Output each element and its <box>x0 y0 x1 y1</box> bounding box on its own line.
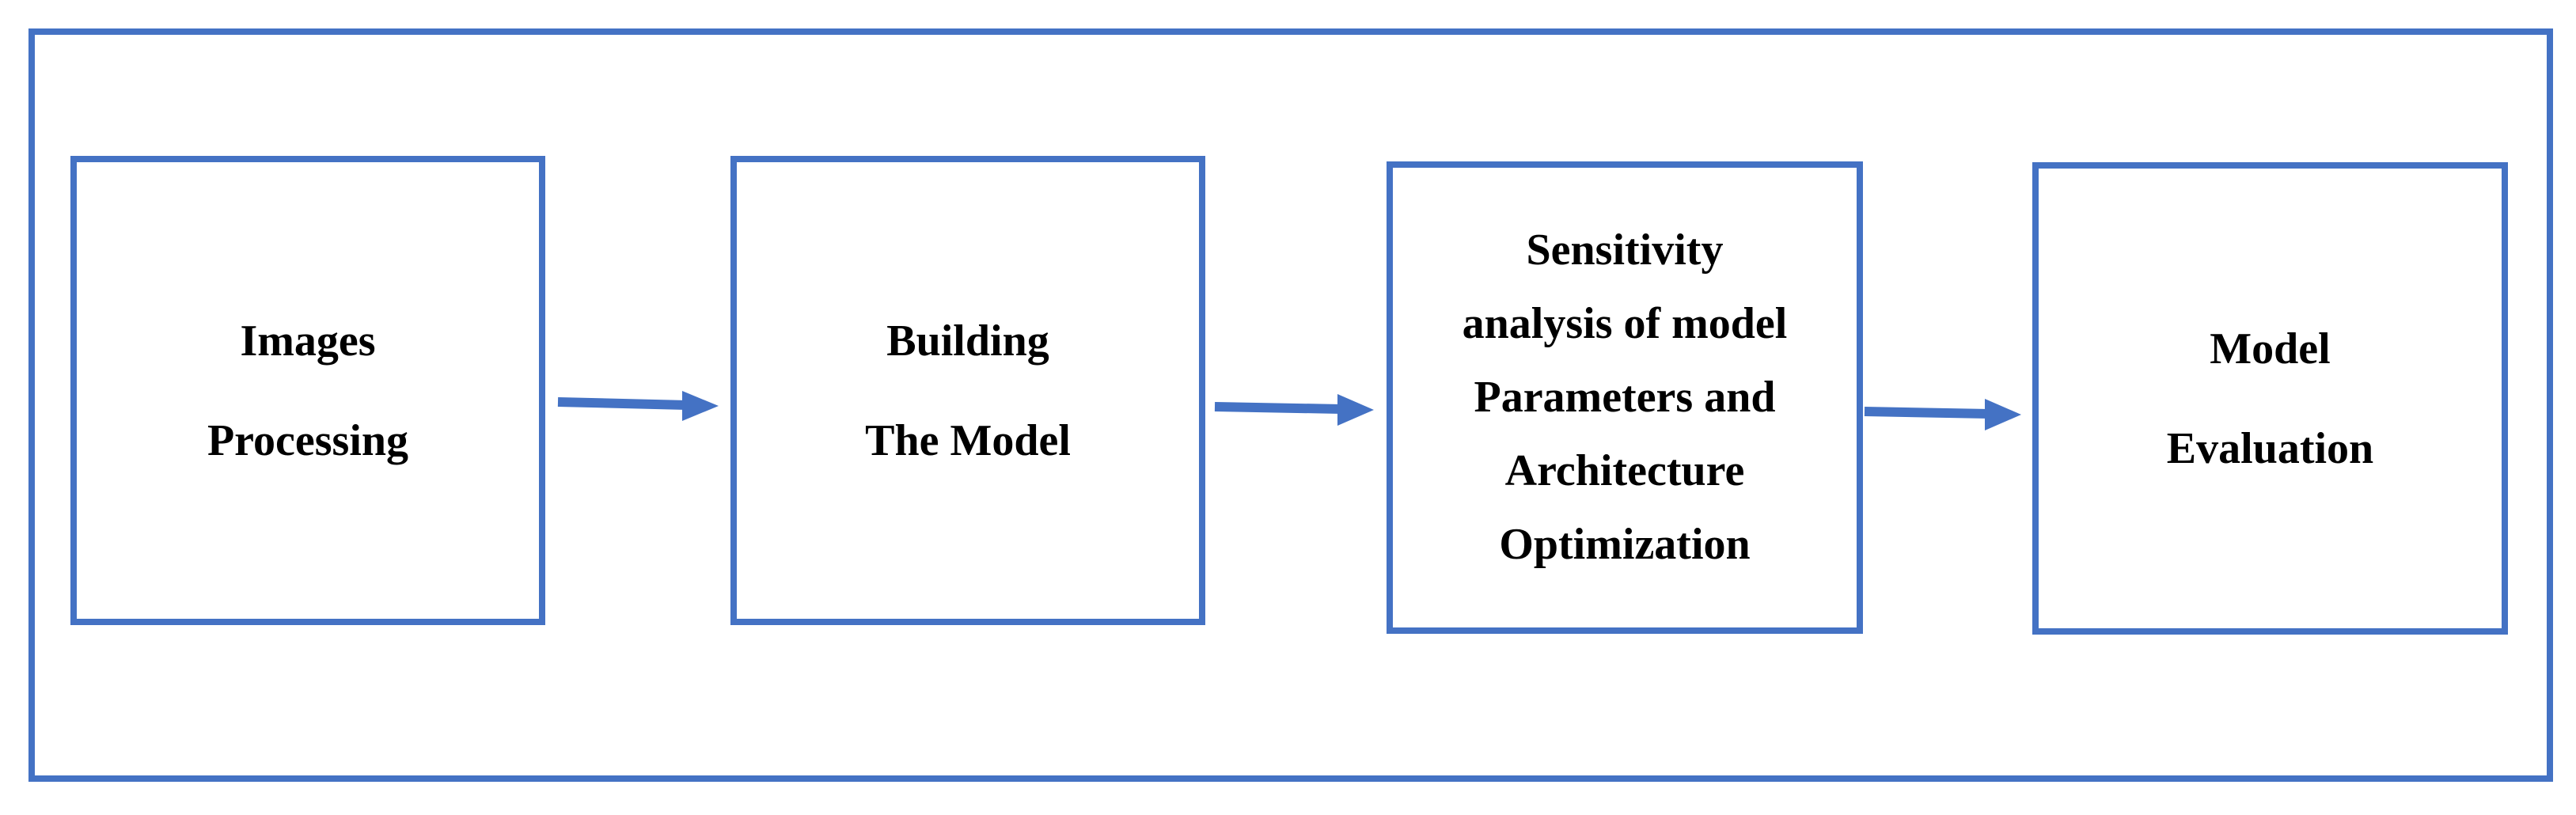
step-images-processing: Images Processing <box>70 156 545 625</box>
diagram-frame <box>28 28 2553 782</box>
right-arrow-icon <box>1864 399 2021 430</box>
step-label-line: Images <box>240 316 376 366</box>
step-model-evaluation: Model Evaluation <box>2032 162 2508 635</box>
step-label-line: Architecture <box>1504 446 1745 495</box>
step-label: Building The Model <box>865 319 1071 463</box>
step-label-line: Parameters and <box>1474 373 1776 422</box>
step-label: Images Processing <box>207 319 408 463</box>
step-building-the-model: Building The Model <box>730 156 1205 625</box>
step-label-line: Optimization <box>1499 520 1751 569</box>
step-label-line: Sensitivity <box>1526 226 1724 275</box>
step-label: Sensitivity analysis of model Parameters… <box>1463 214 1788 582</box>
right-arrow-icon <box>557 391 719 421</box>
step-label-line: Processing <box>207 415 409 465</box>
step-label-line: analysis of model <box>1462 299 1788 348</box>
right-arrow-icon <box>1214 394 1374 426</box>
step-label-line: Evaluation <box>2166 423 2374 473</box>
step-label-line: The Model <box>865 415 1071 465</box>
step-label-line: Building <box>886 316 1049 366</box>
step-label-line: Model <box>2210 324 2331 373</box>
step-label: Model Evaluation <box>2167 327 2373 471</box>
step-sensitivity-analysis: Sensitivity analysis of model Parameters… <box>1387 161 1863 634</box>
